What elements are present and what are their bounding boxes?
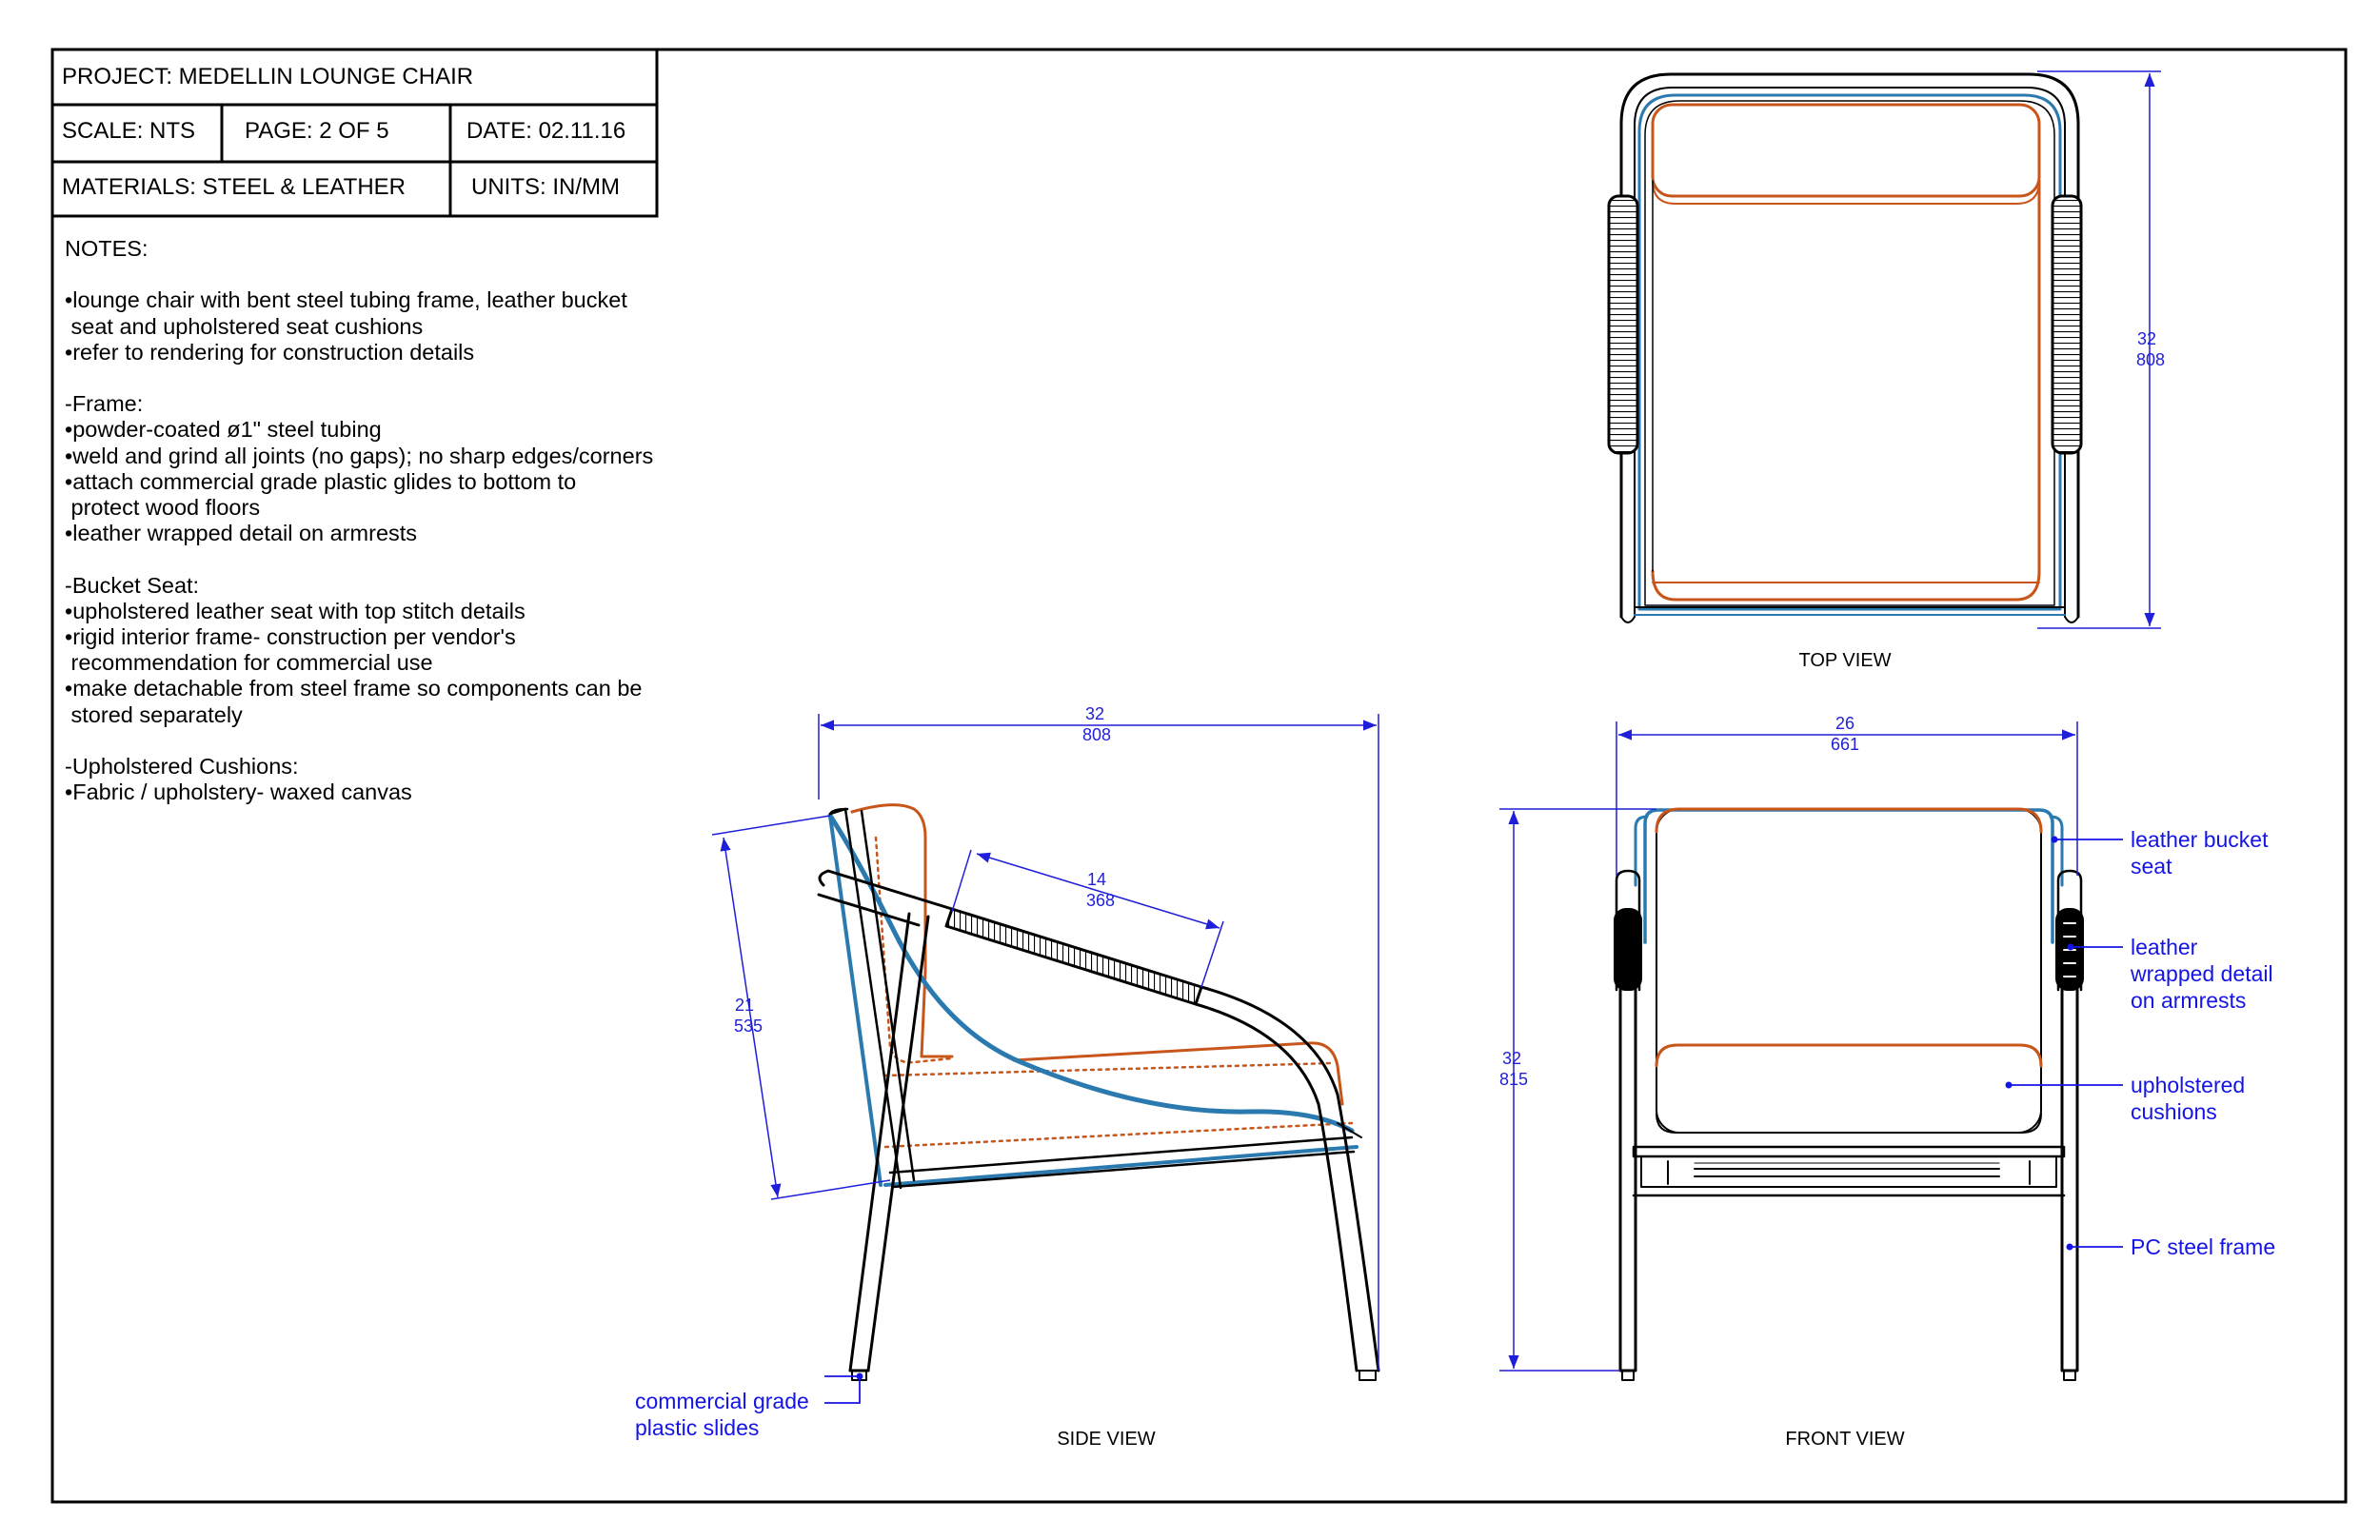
callout-glides-line1: commercial grade	[635, 1389, 809, 1413]
callout-frame: PC steel frame	[2131, 1234, 2275, 1259]
notes-cushion-1: •Fabric / upholstery- waxed canvas	[65, 780, 412, 805]
dim-top-depth-in: 32	[2137, 329, 2156, 348]
dim-side-depth-mm: 808	[1082, 725, 1111, 744]
notes-frame-4: protect wood floors	[65, 495, 261, 520]
callout-dots	[856, 836, 2074, 1380]
notes-block: NOTES: •lounge chair with bent steel tub…	[65, 236, 653, 805]
notes-heading: NOTES:	[65, 236, 149, 261]
materials-label: MATERIALS: STEEL & LEATHER	[62, 174, 406, 200]
dim-side-arm-mm: 368	[1086, 891, 1115, 910]
callout-bucket-seat-line1: leather bucket	[2131, 827, 2269, 852]
notes-general-3: •refer to rendering for construction det…	[65, 339, 475, 365]
callout-armrest-line3: on armrests	[2131, 988, 2246, 1013]
front-view-title: FRONT VIEW	[1785, 1429, 1904, 1450]
top-view-depth-dimension	[2037, 70, 2161, 629]
dim-front-height-mm: 815	[1499, 1070, 1528, 1089]
dim-side-depth-in: 32	[1085, 704, 1104, 723]
front-view-dimensions	[1499, 721, 2078, 1372]
dim-front-height-in: 32	[1502, 1049, 1521, 1068]
top-view-title: TOP VIEW	[1798, 650, 1891, 671]
dim-top-depth-mm: 808	[2136, 350, 2165, 369]
callout-cushions-line1: upholstered	[2131, 1073, 2245, 1097]
date-label: DATE: 02.11.16	[466, 118, 626, 144]
side-view-title: SIDE VIEW	[1057, 1429, 1155, 1450]
page-label: PAGE: 2 OF 5	[245, 118, 389, 144]
callout-bucket-seat-line2: seat	[2131, 854, 2172, 879]
dim-front-width-in: 26	[1835, 714, 1854, 733]
dim-side-arm-in: 14	[1087, 870, 1106, 889]
scale-label: SCALE: NTS	[62, 118, 196, 144]
top-view	[1607, 72, 2083, 623]
notes-general-2: seat and upholstered seat cushions	[65, 313, 424, 339]
notes-bucket-2: •rigid interior frame- construction per …	[65, 624, 516, 649]
notes-frame-5: •leather wrapped detail on armrests	[65, 521, 418, 546]
dim-side-back-in: 21	[735, 996, 754, 1015]
front-view	[1614, 807, 2084, 1381]
callout-armrest-line2: wrapped detail	[2130, 961, 2273, 986]
notes-general-1: •lounge chair with bent steel tubing fra…	[65, 287, 627, 313]
callout-glides-line2: plastic slides	[635, 1415, 759, 1440]
callout-cushions-line2: cushions	[2131, 1099, 2217, 1124]
notes-frame-heading: -Frame:	[65, 391, 144, 417]
title-block-grid	[50, 48, 659, 218]
notes-bucket-3: recommendation for commercial use	[65, 650, 433, 676]
sheet-border	[50, 48, 2348, 1504]
callout-leaders	[824, 839, 2123, 1404]
notes-cushion-heading: -Upholstered Cushions:	[65, 754, 299, 779]
units-label: UNITS: IN/MM	[471, 174, 620, 200]
dim-front-width-mm: 661	[1831, 735, 1859, 754]
notes-bucket-heading: -Bucket Seat:	[65, 572, 200, 598]
notes-bucket-1: •upholstered leather seat with top stitc…	[65, 598, 526, 623]
dim-side-back-mm: 535	[734, 1017, 763, 1036]
notes-frame-3: •attach commercial grade plastic glides …	[65, 468, 577, 494]
side-view	[817, 803, 1380, 1381]
notes-frame-2: •weld and grind all joints (no gaps); no…	[65, 443, 654, 468]
notes-bucket-4: •make detachable from steel frame so com…	[65, 676, 643, 701]
side-view-dimensions	[711, 714, 1379, 1371]
notes-bucket-5: stored separately	[65, 701, 243, 727]
project-name: PROJECT: MEDELLIN LOUNGE CHAIR	[62, 64, 474, 89]
callout-armrest-line1: leather	[2131, 935, 2198, 959]
notes-frame-1: •powder-coated ø1" steel tubing	[65, 417, 382, 443]
